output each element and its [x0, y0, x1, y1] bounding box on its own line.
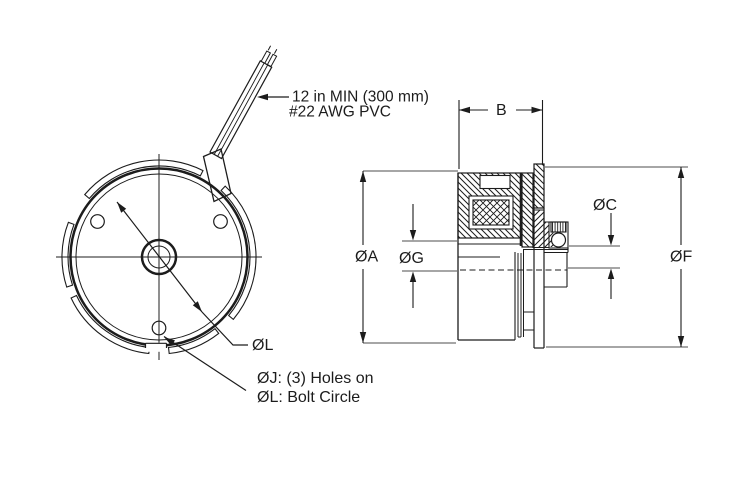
holes-note-leader: [163, 335, 247, 392]
bolt-hole: [90, 214, 105, 229]
wire-stub: [266, 53, 278, 68]
cable-conductor-lines: [213, 62, 269, 157]
arrowhead: [677, 336, 685, 347]
dim-label-B: B: [496, 102, 507, 119]
arrowhead: [409, 230, 417, 241]
arrowhead: [359, 332, 367, 343]
arrowhead: [459, 106, 470, 114]
cable-note-line2: #22 AWG PVC: [289, 104, 391, 121]
arrowhead: [192, 301, 202, 312]
bottom-notch: [144, 342, 168, 352]
holes-note-line2: ØL: Bolt Circle: [257, 389, 360, 406]
bolt-circle-dimension: [116, 201, 248, 346]
coil-crosshatch: [472, 199, 510, 226]
bolt-hole: [151, 320, 167, 336]
front-view: 12 in MIN (300 mm) #22 AWG PVC ØL ØJ: (3…: [56, 45, 429, 406]
arrowhead: [531, 106, 543, 114]
arrowhead: [359, 171, 367, 182]
section-view: B ØA ØG ØC: [355, 100, 692, 349]
flange-hatch: [533, 163, 545, 209]
dimension-B: [458, 100, 544, 169]
dimension-G: [409, 204, 417, 308]
arrowhead: [607, 235, 615, 246]
cable-note-leader: [257, 93, 289, 101]
armature-section: [519, 172, 534, 248]
wire-stub: [260, 50, 272, 64]
outer-ring-segments: [61, 159, 257, 355]
bolt-hole: [213, 214, 228, 229]
dim-label-C: ØC: [593, 197, 617, 214]
holes-note-line1: ØJ: (3) Holes on: [257, 370, 373, 387]
arrowhead: [607, 268, 615, 279]
top-notch: [479, 174, 511, 190]
bearing-retainer: [550, 221, 567, 233]
wire-tip-ticks: [267, 45, 278, 54]
dimension-F: [677, 167, 685, 347]
strain-relief-sleeve: [202, 148, 232, 203]
arrowhead: [117, 202, 127, 213]
housing-inner-circle: [75, 173, 243, 341]
dim-label-A: ØA: [355, 249, 378, 266]
extension-lines: [363, 166, 688, 348]
arrowhead: [409, 271, 417, 282]
lead-wire-cable: [202, 45, 278, 203]
body-section: [457, 172, 522, 245]
dimension-C: [607, 213, 615, 299]
hub-outer-circle: [140, 238, 178, 276]
dim-label-bolt-circle: ØL: [252, 337, 273, 354]
arrowhead: [677, 167, 685, 178]
exterior-outline: [457, 173, 569, 349]
hub-bore-circle: [147, 245, 171, 269]
cable-jacket: [209, 59, 273, 160]
bearing-ball: [550, 232, 567, 248]
arrowhead: [164, 337, 175, 346]
dim-label-F: ØF: [670, 249, 692, 266]
dim-label-G: ØG: [399, 250, 424, 267]
dimension-A: [359, 171, 367, 343]
cable-note-line1: 12 in MIN (300 mm): [292, 89, 429, 106]
arrowhead: [257, 93, 268, 101]
bearing-section: [548, 221, 569, 249]
